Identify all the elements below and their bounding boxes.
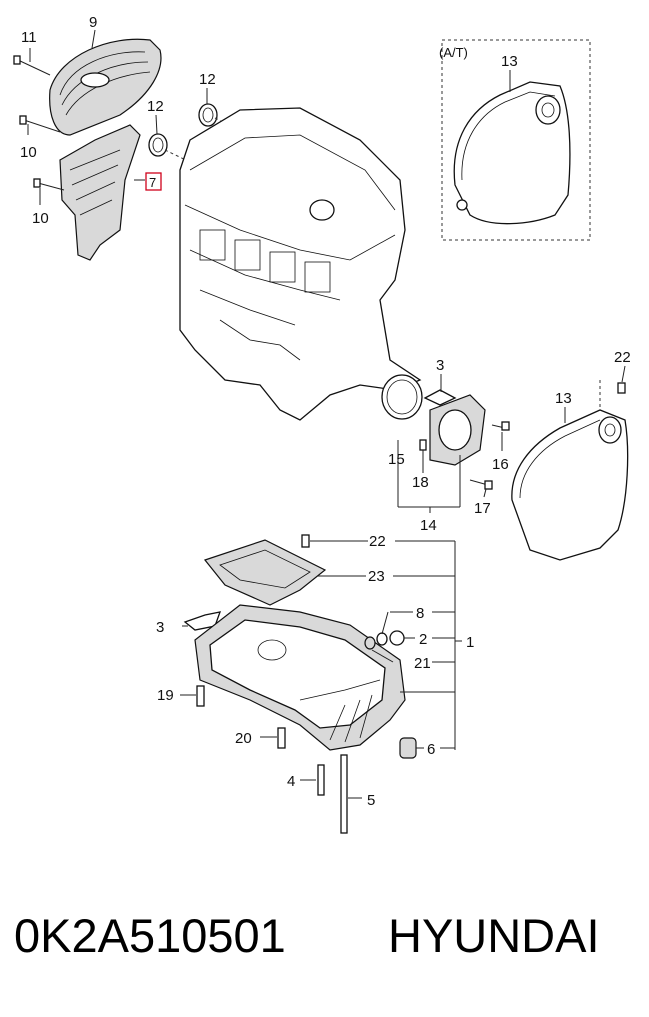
callout-lines [27,29,626,799]
oil-strainer-3 [183,611,221,631]
bolt-19 [196,685,205,707]
timing-cover-upper [49,38,162,136]
bolt-10-upper [19,115,61,133]
bolt-11 [13,55,51,76]
label-10-lower: 10 [32,210,49,227]
label-14: 14 [420,517,437,534]
label-15: 15 [388,451,405,468]
label-18: 18 [412,474,429,491]
stud-5 [340,754,348,834]
oil-seal-12-upper [198,103,218,127]
label-22-lower: 22 [369,533,386,550]
label-12-upper: 12 [199,71,216,88]
part-labels: 11 9 12 12 10 10 7 (A/T) 13 3 22 13 15 1… [20,14,631,809]
label-5: 5 [367,792,375,809]
label-20: 20 [235,730,252,747]
bolt-22-upper [599,380,626,410]
bolt-16 [491,421,510,431]
label-2: 2 [419,631,427,648]
label-4: 4 [287,773,295,790]
baffle-plate-23 [203,539,327,606]
label-8: 8 [416,605,424,622]
bolt-10-lower [33,178,65,191]
label-11: 11 [21,29,37,46]
engine-block [179,107,422,421]
drain-plug-2 [389,630,405,646]
label-13-at: 13 [501,53,518,70]
bolt-20 [277,727,286,749]
oil-pan [194,604,406,751]
label-6: 6 [427,741,435,758]
bolt-4 [317,764,325,796]
label-9: 9 [89,14,97,31]
oil-seal-12-lower [148,133,168,157]
label-10-upper: 10 [20,144,37,161]
label-1: 1 [466,634,474,651]
label-7: 7 [149,175,156,190]
seal-retainer [423,389,486,466]
gasket-8 [376,632,388,646]
brand-name: HYUNDAI [388,909,600,962]
label-3-upper: 3 [436,357,444,374]
exploded-parts-diagram: 11 9 12 12 10 10 7 (A/T) 13 3 22 13 15 1… [13,14,631,834]
label-22-upper: 22 [614,349,631,366]
bolt-22-lower [301,534,310,548]
label-17: 17 [474,500,491,517]
label-13-mt: 13 [555,390,572,407]
label-16: 16 [492,456,509,473]
rear-plate-13 [511,409,629,561]
label-3-lower: 3 [156,619,164,636]
label-19: 19 [157,687,174,704]
part-caption: 0K2A510501 HYUNDAI [0,900,649,980]
highlight-box-7 [145,172,162,191]
bolt-17 [469,479,493,490]
part-number: 0K2A510501 [14,909,286,962]
dowel-18 [419,439,427,451]
plug-6 [399,737,417,759]
rear-oil-seal-15 [381,374,423,420]
label-23: 23 [368,568,385,585]
label-at: (A/T) [439,45,468,60]
timing-cover-lower [59,124,141,261]
label-21: 21 [414,655,431,672]
at-option-box [441,39,591,241]
label-12-lower: 12 [147,98,164,115]
oil-level-sensor-21 [364,636,376,650]
